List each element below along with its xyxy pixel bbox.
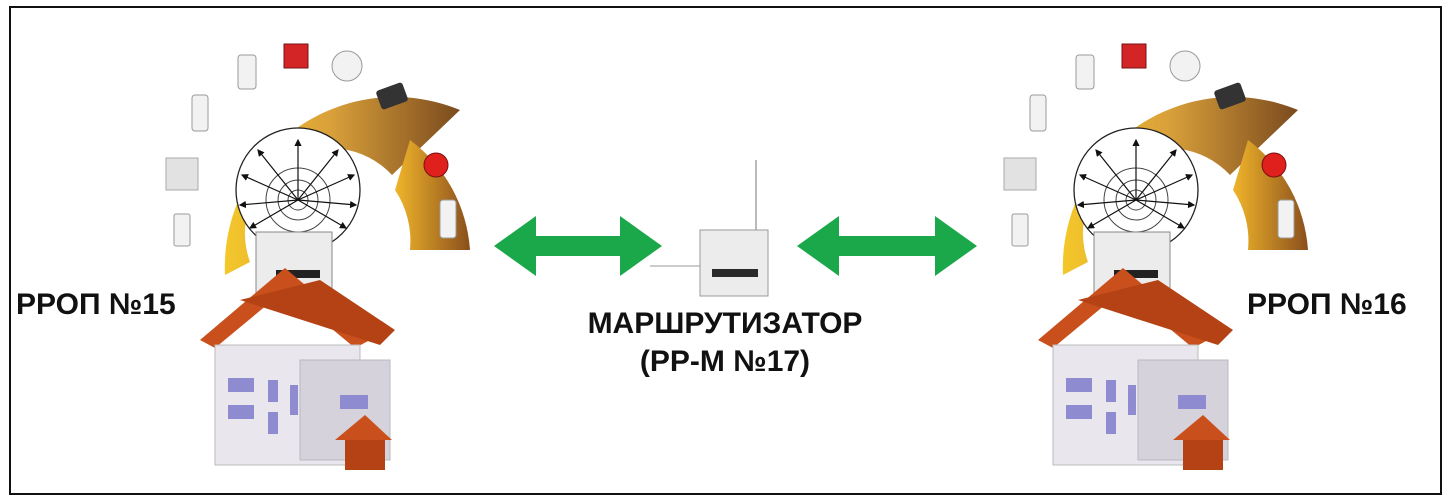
node-label-left: РРОП №15 [16, 288, 176, 321]
router-label-line2: (РР-М №17) [639, 345, 811, 378]
box-sensor-icon [165, 157, 199, 191]
pir-sensor-icon [1075, 54, 1095, 90]
door-sensor-icon [173, 213, 191, 247]
site-right [1003, 43, 1308, 470]
smoke-detector-icon [1169, 50, 1201, 82]
router-label-line1: МАРШРУТИЗАТОР [587, 307, 863, 340]
link-arrow-left [494, 216, 662, 276]
siren-icon [1261, 152, 1287, 178]
door-sensor-icon [1011, 213, 1029, 247]
relay-module-icon [439, 199, 457, 239]
smoke-detector-icon [331, 50, 363, 82]
call-point-icon [1121, 43, 1147, 69]
glass-break-icon [1214, 82, 1246, 110]
link-arrow-right [797, 216, 977, 276]
relay-module-icon [1277, 199, 1295, 239]
pir-sensor-icon [191, 94, 209, 132]
glass-break-icon [376, 82, 408, 110]
router-device-icon [650, 160, 769, 297]
radial-antenna-icon [235, 127, 361, 253]
house-icon [200, 268, 395, 470]
router-label: МАРШРУТИЗАТОР (РР-М №17) [560, 305, 890, 381]
house-icon [1038, 268, 1233, 470]
pir-sensor-icon [237, 54, 257, 90]
siren-icon [423, 152, 449, 178]
node-label-right: РРОП №16 [1247, 288, 1407, 321]
pir-sensor-icon [1029, 94, 1047, 132]
box-sensor-icon [1003, 157, 1037, 191]
site-left [165, 43, 470, 470]
call-point-icon [283, 43, 309, 69]
